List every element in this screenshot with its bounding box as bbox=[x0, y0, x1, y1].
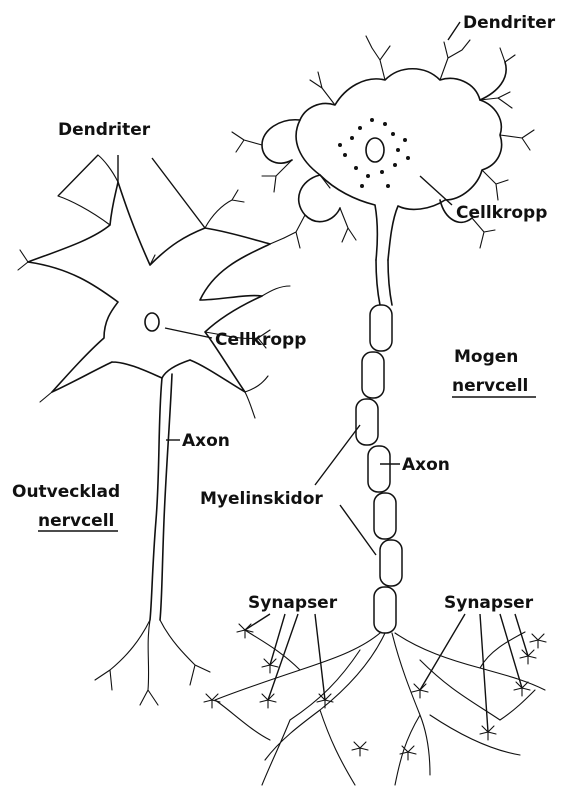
mature-dendrite-lobes bbox=[262, 62, 506, 222]
cellkropp-right-leader bbox=[420, 176, 452, 205]
synapse-knobs bbox=[204, 624, 546, 760]
label-axon-left: Axon bbox=[182, 431, 230, 451]
mature-cell-body bbox=[296, 69, 502, 260]
label-axon-right: Axon bbox=[402, 455, 450, 475]
undeveloped-neuron bbox=[18, 155, 290, 705]
label-mogen-2: nervcell bbox=[452, 376, 528, 396]
mature-nucleus bbox=[366, 138, 384, 162]
label-cellkropp-right: Cellkropp bbox=[456, 203, 547, 223]
synapser-right-leaders bbox=[420, 614, 528, 732]
label-cellkropp-left: Cellkropp bbox=[215, 330, 306, 350]
undeveloped-nucleus bbox=[145, 313, 159, 331]
label-synapser-left: Synapser bbox=[248, 593, 338, 613]
dendriter-left-leaders bbox=[58, 155, 205, 228]
dendriter-right-leader bbox=[448, 22, 460, 40]
mature-axon-initial bbox=[376, 260, 392, 305]
label-myelinskidor: Myelinskidor bbox=[200, 489, 323, 509]
mature-axon-terminals bbox=[215, 630, 545, 785]
undeveloped-cell-body bbox=[28, 182, 270, 392]
undeveloped-axon bbox=[150, 374, 172, 620]
label-mogen-1: Mogen bbox=[454, 347, 518, 367]
label-outvecklad-2: nervcell bbox=[38, 511, 114, 531]
label-synapser-right: Synapser bbox=[444, 593, 534, 613]
label-dendriter-right: Dendriter bbox=[463, 13, 556, 33]
undeveloped-axon-terminals bbox=[95, 620, 210, 705]
label-outvecklad-1: Outvecklad bbox=[12, 482, 120, 502]
myelin-sheaths bbox=[356, 305, 402, 633]
nissl-granules bbox=[338, 118, 410, 188]
label-dendriter-left: Dendriter bbox=[58, 120, 151, 140]
